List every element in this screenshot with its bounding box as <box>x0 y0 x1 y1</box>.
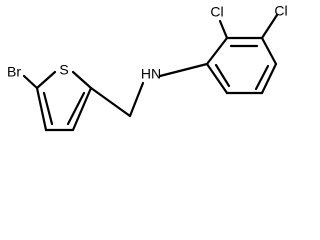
double-bond-b6-b1 <box>214 63 231 88</box>
bond-c2-c3 <box>71 86 93 132</box>
bond-c1-s <box>35 70 57 90</box>
bond-b4-b5 <box>260 62 278 95</box>
bond-b6-b1 <box>205 62 229 95</box>
bond-c2-ch2 <box>89 86 132 118</box>
bond-nh-aryl <box>158 62 209 78</box>
double-bond-b4-b5 <box>254 64 270 91</box>
bromine-label: Br <box>7 64 21 80</box>
molecule-canvas: Br S HN Cl Cl <box>7 2 288 132</box>
bond-ch2-nh <box>128 81 145 118</box>
bond-s-c2 <box>71 70 93 90</box>
bond-b3-b4 <box>260 36 278 66</box>
chlorine-label-b: Cl <box>274 3 287 19</box>
sulfur-label: S <box>59 62 68 78</box>
bond-b1-b2 <box>205 36 229 66</box>
bond-c4-c1 <box>35 86 48 132</box>
double-bond-c1-c4 <box>42 91 54 126</box>
bond-b3-cl-b <box>260 13 279 40</box>
bond-c1-br <box>22 74 39 90</box>
amine-label: HN <box>141 66 161 82</box>
bond-b2-cl-a <box>218 19 229 40</box>
structure-drawing: Br S HN Cl Cl <box>7 3 288 132</box>
double-bond-c2-c3 <box>66 91 86 126</box>
chlorine-label-a: Cl <box>210 4 223 20</box>
